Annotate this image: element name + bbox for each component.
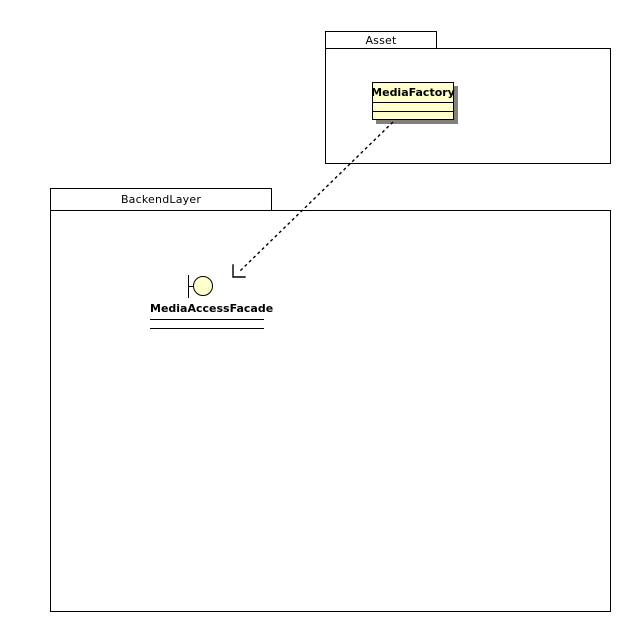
interface-mediaaccessfacade-label: MediaAccessFacade — [150, 302, 274, 315]
interface-mediaaccessfacade[interactable]: MediaAccessFacade — [148, 272, 274, 334]
interface-rule-lower — [150, 328, 264, 329]
class-mediafactory-name-compartment: MediaFactory — [371, 83, 455, 103]
interface-ball-icon — [193, 276, 213, 296]
package-asset-tab[interactable]: Asset — [325, 31, 437, 49]
package-backendlayer-body[interactable] — [50, 210, 611, 612]
class-mediafactory[interactable]: MediaFactory — [371, 82, 458, 124]
interface-rule-upper — [150, 319, 264, 320]
interface-connector-line — [188, 286, 194, 287]
package-asset-body[interactable] — [325, 48, 611, 164]
class-mediafactory-operations-compartment — [373, 112, 453, 121]
package-backendlayer-label: BackendLayer — [120, 193, 202, 206]
class-mediafactory-frame[interactable]: MediaFactory — [371, 82, 455, 121]
class-mediafactory-name: MediaFactory — [371, 86, 455, 99]
class-mediafactory-attributes-compartment — [373, 103, 453, 112]
package-backendlayer-tab[interactable]: BackendLayer — [50, 188, 272, 211]
package-asset-label: Asset — [365, 33, 397, 47]
